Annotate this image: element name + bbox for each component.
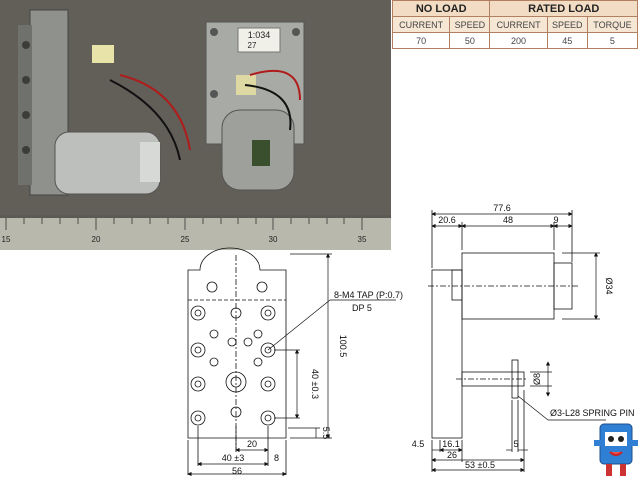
photo-label-code: 27 bbox=[248, 41, 257, 50]
header-torque: TORQUE bbox=[586, 16, 639, 33]
header-speed: SPEED bbox=[449, 16, 491, 33]
side-overall-length: 77.6 bbox=[493, 203, 511, 213]
side-motor-end: 9 bbox=[553, 215, 558, 225]
side-motor-diameter: Ø34 bbox=[604, 277, 614, 294]
side-pin-note: Ø3-L28 SPRING PIN bbox=[550, 408, 635, 418]
ruler-mark-35: 35 bbox=[358, 235, 367, 244]
ruler-mark-30: 30 bbox=[269, 235, 278, 244]
front-hole-spacing-h-inner: 20 bbox=[247, 439, 257, 449]
front-bottom-offset: 5.5 bbox=[321, 427, 331, 440]
header-current: CURRENT bbox=[391, 16, 451, 33]
side-shaft-offset: 16.1 bbox=[442, 439, 460, 449]
front-edge-offset: 8 bbox=[274, 453, 279, 463]
spec-table: NO LOAD RATED LOAD CURRENT SPEED CURRENT… bbox=[391, 0, 639, 49]
value-cell: 5 bbox=[586, 32, 639, 49]
mascot-icon bbox=[594, 423, 638, 476]
ruler-mark-20: 20 bbox=[92, 235, 101, 244]
front-hole-spacing-h: 40 ±3 bbox=[222, 453, 244, 463]
side-pin-offset: 5 bbox=[513, 439, 518, 449]
side-flange-offset: 4.5 bbox=[412, 439, 425, 449]
side-view bbox=[428, 210, 600, 472]
front-height: 100.5 bbox=[338, 335, 348, 358]
side-motor-length: 48 bbox=[503, 215, 513, 225]
side-shaft-length: 53 ±0.5 bbox=[465, 460, 495, 470]
tap-depth: DP 5 bbox=[352, 303, 372, 313]
value-cell: 45 bbox=[546, 32, 588, 49]
ruler-mark-25: 25 bbox=[181, 235, 190, 244]
header-current: CURRENT bbox=[489, 16, 548, 33]
tap-note: 8-M4 TAP (P:0.7) bbox=[334, 290, 403, 300]
side-shaft-base: 26 bbox=[447, 450, 457, 460]
group-rated-load: RATED LOAD bbox=[489, 0, 638, 17]
side-shaft-diameter: Ø8 bbox=[532, 373, 542, 385]
value-cell: 70 bbox=[391, 32, 451, 49]
header-speed: SPEED bbox=[546, 16, 588, 33]
front-view bbox=[187, 247, 332, 475]
motor-photo: 1:034 27 15 20 25 30 35 bbox=[0, 0, 391, 250]
front-hole-spacing-v: 40 ±0.3 bbox=[310, 369, 320, 399]
group-no-load: NO LOAD bbox=[391, 0, 491, 17]
photo-label-ratio: 1:034 bbox=[248, 30, 271, 40]
front-width: 56 bbox=[232, 466, 242, 476]
ruler: 15 20 25 30 35 bbox=[0, 218, 391, 250]
technical-drawing: 8-M4 TAP (P:0.7) DP 5 100.5 40 ±0.3 5.5 … bbox=[187, 203, 635, 477]
value-cell: 200 bbox=[489, 32, 548, 49]
side-gearbox-length: 20.6 bbox=[438, 215, 456, 225]
value-cell: 50 bbox=[449, 32, 491, 49]
ruler-mark-15: 15 bbox=[2, 235, 11, 244]
